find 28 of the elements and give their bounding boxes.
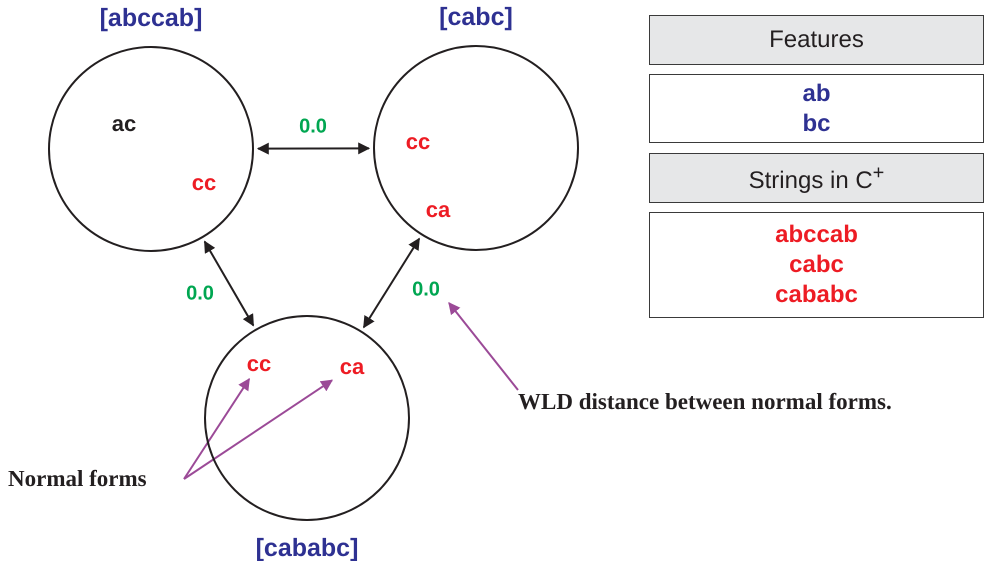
string-label: cc: [239, 349, 279, 379]
class-heading: [cababc]: [254, 534, 360, 561]
leader-line: [448, 302, 519, 391]
string-label: cc: [398, 127, 438, 157]
double-arrow: [362, 238, 420, 328]
class-heading: [abccab]: [98, 4, 204, 33]
list-item: ab: [802, 78, 830, 108]
list-item: cababc: [775, 280, 858, 310]
double-arrow: [204, 240, 254, 326]
list-item: cabc: [789, 250, 844, 280]
table-header: [649, 15, 984, 65]
list-item: abccab: [775, 220, 858, 250]
double-arrow: [256, 142, 370, 155]
list-panel: [649, 74, 984, 143]
string-label: cc: [184, 168, 224, 198]
leader-line: [183, 380, 333, 480]
class-heading: [cabc]: [438, 3, 514, 32]
string-label: ca: [418, 195, 458, 225]
annotation-text: WLD distance between normal forms.: [518, 387, 982, 417]
annotation-text: Normal forms: [8, 464, 184, 494]
table-header: [649, 153, 984, 203]
list-item: bc: [802, 108, 830, 138]
list-panel: [649, 212, 984, 318]
header-text: Features: [769, 26, 864, 54]
string-label: ca: [332, 352, 372, 382]
string-label: ac: [104, 109, 144, 139]
leader-line: [183, 378, 250, 480]
header-text: Strings in C$^{+}$: [748, 162, 884, 194]
